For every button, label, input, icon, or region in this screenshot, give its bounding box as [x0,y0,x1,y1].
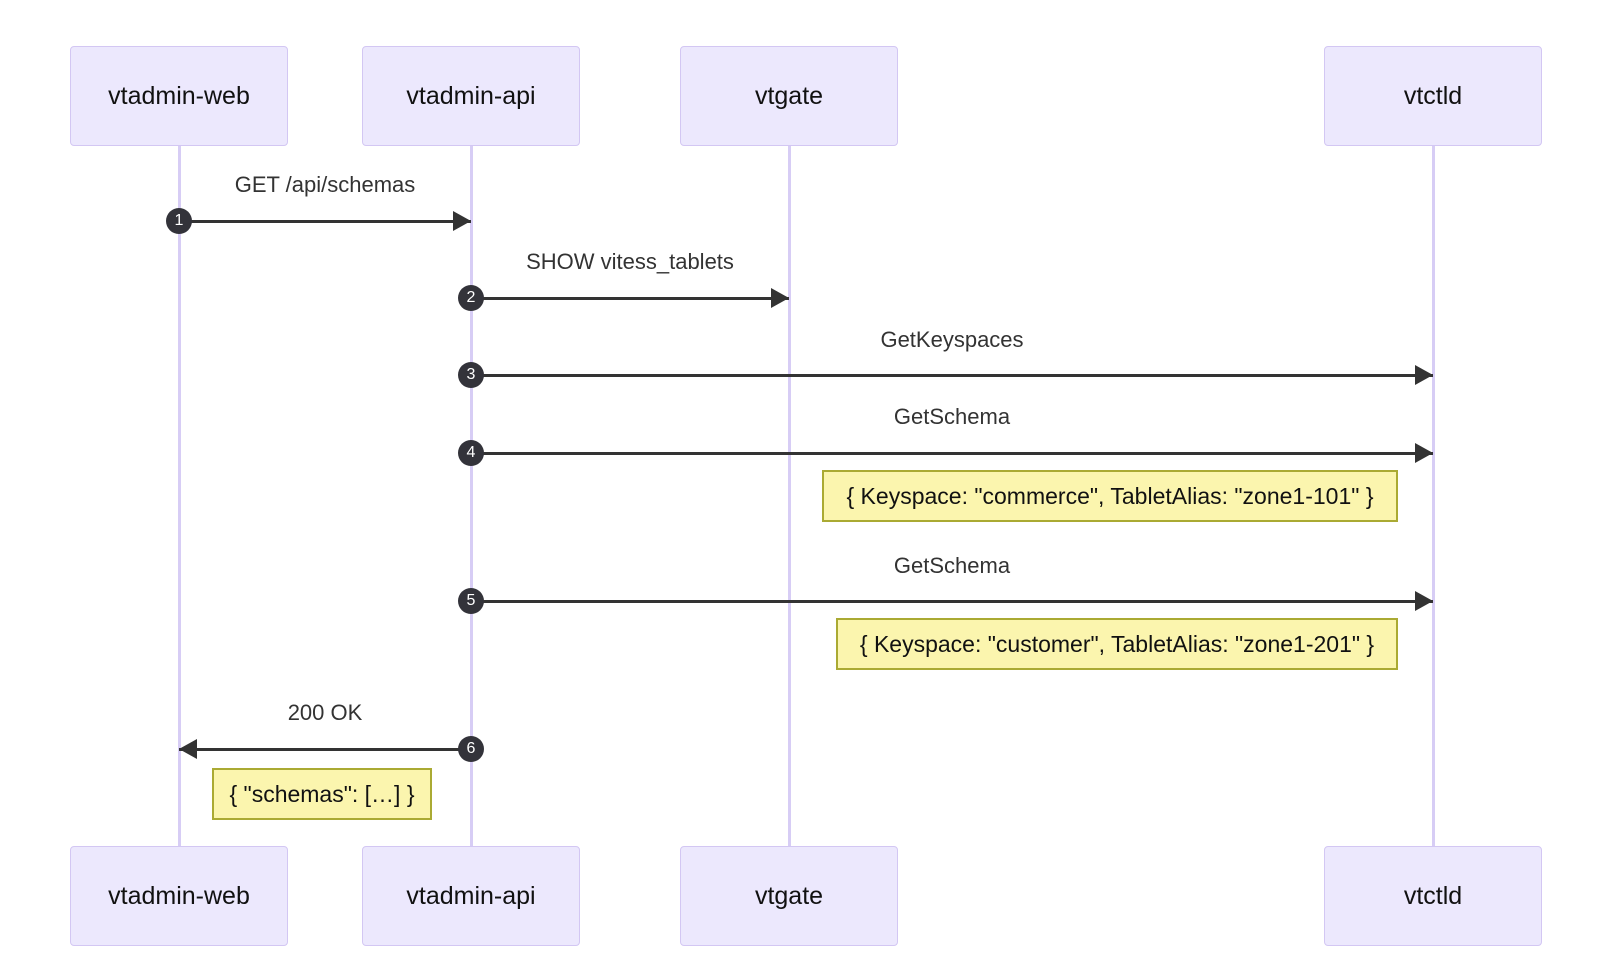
arrow-head-6 [179,739,197,759]
message-label-4: GetSchema [893,404,1011,429]
participant-vtadmin-api[interactable]: vtadmin-api [362,46,580,146]
lifeline-vtgate [787,146,791,846]
message-label-2: SHOW vitess_tablets [526,249,734,274]
arrow-head-2 [771,288,789,308]
note-commerce: { Keyspace: "commerce", TabletAlias: "zo… [822,470,1398,522]
note-customer: { Keyspace: "customer", TabletAlias: "zo… [836,618,1398,670]
message-label-5: GetSchema [893,553,1011,578]
message-label-3: GetKeyspaces [880,327,1024,352]
message-line-6 [179,747,471,751]
message-label-6: 200 OK [287,700,363,725]
participant-vtgate-bottom[interactable]: vtgate [680,846,898,946]
participant-vtctld[interactable]: vtctld [1324,46,1542,146]
sequence-badge-4: 4 [458,440,484,466]
message-line-5 [471,599,1433,603]
arrow-head-3 [1415,365,1433,385]
participant-vtadmin-web[interactable]: vtadmin-web [70,46,288,146]
arrow-head-5 [1415,591,1433,611]
arrow-head-4 [1415,443,1433,463]
sequence-badge-5: 5 [458,588,484,614]
message-label-1: GET /api/schemas [234,172,416,197]
sequence-badge-2: 2 [458,285,484,311]
note-schemas: { "schemas": […] } [212,768,432,820]
sequence-badge-6: 6 [458,736,484,762]
participant-vtctld-bottom[interactable]: vtctld [1324,846,1542,946]
message-line-2 [471,296,789,300]
sequence-badge-3: 3 [458,362,484,388]
participant-vtadmin-web-bottom[interactable]: vtadmin-web [70,846,288,946]
sequence-badge-1: 1 [166,208,192,234]
participant-vtadmin-api-bottom[interactable]: vtadmin-api [362,846,580,946]
lifeline-vtadmin-api [469,146,473,846]
participant-vtgate[interactable]: vtgate [680,46,898,146]
message-line-1 [179,219,471,223]
arrow-head-1 [453,211,471,231]
lifeline-vtctld [1431,146,1435,846]
message-line-3 [471,373,1433,377]
lifeline-vtadmin-web [177,146,181,846]
message-line-4 [471,451,1433,455]
